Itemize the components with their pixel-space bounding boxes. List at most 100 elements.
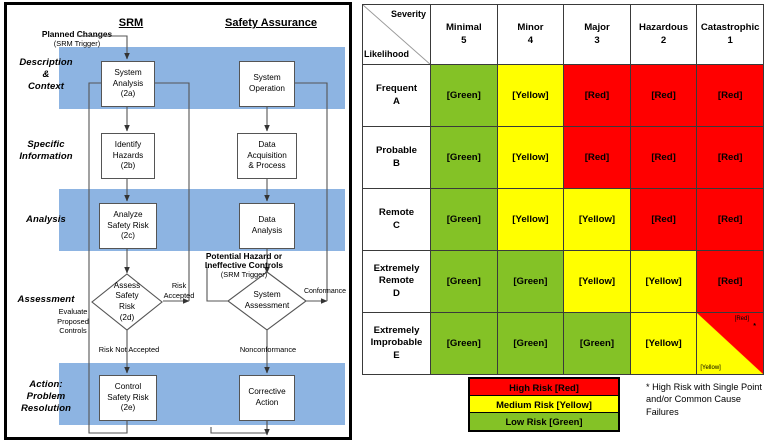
risk-matrix-table: Severity Likelihood Minimal 5 Minor 4 Ma…: [362, 4, 764, 375]
row-header-probable-name: Probable: [375, 145, 418, 157]
matrix-cell-A-2[interactable]: [Red]: [629, 64, 698, 127]
split-cell-diagonal-icon: [697, 313, 763, 374]
diagonal-divider-icon: [363, 5, 430, 65]
row-header-extremely-remote: Extremely Remote D: [362, 250, 431, 313]
matrix-cell-D-2[interactable]: [Yellow]: [629, 250, 698, 313]
process-box-analyze-safety-risk[interactable]: Analyze Safety Risk (2c): [99, 203, 157, 249]
matrix-cell-D-4[interactable]: [Green]: [496, 250, 565, 313]
legend-item-low-risk: Low Risk [Green]: [470, 413, 618, 430]
process-box-corrective-action[interactable]: Corrective Action: [239, 375, 295, 421]
decision-assess-safety-risk[interactable]: Assess Safety Risk (2d): [91, 273, 163, 331]
matrix-cell-B-2[interactable]: [Red]: [629, 126, 698, 189]
row-header-frequent: Frequent A: [362, 64, 431, 127]
risk-legend: High Risk [Red] Medium Risk [Yellow] Low…: [468, 377, 620, 432]
column-header-minor-level: 4: [527, 34, 534, 46]
column-header-major-name: Major: [584, 21, 610, 33]
column-header-major: Major 3: [563, 4, 631, 65]
table-row: Extremely Remote D [Green] [Green] [Yell…: [362, 250, 764, 313]
stage-label-analysis: Analysis: [26, 214, 66, 225]
matrix-cell-D-3[interactable]: [Yellow]: [563, 250, 631, 313]
column-title-srm: SRM: [118, 17, 144, 29]
row-header-remote-name: Remote: [378, 207, 415, 219]
decision-system-assessment[interactable]: System Assessment: [227, 271, 307, 331]
legend-item-high-risk: High Risk [Red]: [470, 379, 618, 396]
matrix-cell-C-5[interactable]: [Green]: [430, 188, 498, 251]
column-header-hazardous-level: 2: [660, 34, 667, 46]
planned-changes-trigger-label: (SRM Trigger): [53, 39, 101, 48]
row-header-remote-code: C: [393, 219, 400, 231]
matrix-cell-E-1[interactable]: [Red] * [Yellow]: [696, 312, 764, 375]
column-header-hazardous: Hazardous 2: [629, 4, 698, 65]
table-row: Remote C [Green] [Yellow] [Yellow] [Red]…: [362, 188, 764, 251]
column-header-hazardous-name: Hazardous: [639, 21, 689, 33]
column-header-catastrophic-name: Catastrophic: [700, 21, 760, 33]
matrix-cell-E-1-asterisk: *: [753, 323, 756, 330]
matrix-cell-A-1[interactable]: [Red]: [696, 64, 764, 127]
row-header-extremely-remote-code: D: [393, 287, 400, 299]
matrix-cell-C-2[interactable]: [Red]: [629, 188, 698, 251]
likelihood-axis-label: Likelihood: [364, 49, 409, 59]
matrix-cell-B-5[interactable]: [Green]: [430, 126, 498, 189]
column-header-minimal-name: Minimal: [445, 21, 482, 33]
matrix-cell-D-1[interactable]: [Red]: [696, 250, 764, 313]
matrix-cell-C-4[interactable]: [Yellow]: [496, 188, 565, 251]
matrix-cell-C-1[interactable]: [Red]: [696, 188, 764, 251]
matrix-cell-C-3[interactable]: [Yellow]: [563, 188, 631, 251]
matrix-cell-E-3[interactable]: [Green]: [563, 312, 631, 375]
column-header-major-level: 3: [594, 34, 600, 46]
edge-label-risk-accepted: Risk Accepted: [163, 281, 195, 300]
column-title-safety-assurance: Safety Assurance: [225, 17, 317, 29]
table-row: Frequent A [Green] [Yellow] [Red] [Red] …: [362, 64, 764, 127]
matrix-cell-E-4[interactable]: [Green]: [496, 312, 565, 375]
stage-label-specific-information: Specific Information: [19, 139, 73, 162]
risk-matrix-footnote: * High Risk with Single Point and/or Com…: [646, 382, 762, 417]
edge-label-nonconformance: Nonconformance: [239, 345, 297, 354]
process-box-control-safety-risk[interactable]: Control Safety Risk (2e): [99, 375, 157, 421]
row-header-remote: Remote C: [362, 188, 431, 251]
planned-changes-label: Planned Changes: [41, 29, 113, 39]
column-header-minor: Minor 4: [496, 4, 565, 65]
legend-item-medium-risk: Medium Risk [Yellow]: [470, 396, 618, 413]
matrix-cell-A-4[interactable]: [Yellow]: [496, 64, 565, 127]
row-header-extremely-improbable-code: E: [393, 349, 400, 361]
row-header-probable-code: B: [393, 157, 400, 169]
table-row: Probable B [Green] [Yellow] [Red] [Red] …: [362, 126, 764, 189]
matrix-cell-B-1[interactable]: [Red]: [696, 126, 764, 189]
column-header-minimal-level: 5: [461, 34, 467, 46]
process-box-data-analysis[interactable]: Data Analysis: [239, 203, 295, 249]
srm-safety-assurance-diagram: SRM Safety Assurance Planned Changes (SR…: [4, 2, 352, 440]
row-header-frequent-code: A: [393, 95, 400, 107]
matrix-header-row: Severity Likelihood Minimal 5 Minor 4 Ma…: [362, 4, 764, 65]
column-header-catastrophic-level: 1: [727, 34, 733, 46]
row-header-extremely-improbable: Extremely Improbable E: [362, 312, 431, 375]
matrix-cell-B-4[interactable]: [Yellow]: [496, 126, 565, 189]
row-header-frequent-name: Frequent: [375, 83, 418, 95]
potential-hazard-label-line1: Potential Hazard or: [205, 251, 283, 261]
process-box-system-analysis[interactable]: System Analysis (2a): [101, 61, 155, 107]
matrix-cell-E-1-red-label: [Red]: [734, 316, 749, 322]
process-box-system-operation[interactable]: System Operation: [239, 61, 295, 107]
stage-label-assessment: Assessment: [17, 294, 75, 305]
risk-assessment-matrix: Severity Likelihood Minimal 5 Minor 4 Ma…: [360, 2, 766, 440]
column-header-minor-name: Minor: [517, 21, 544, 33]
row-header-extremely-remote-name: Extremely Remote: [373, 262, 420, 287]
row-header-extremely-improbable-name: Extremely Improbable: [370, 324, 423, 349]
stage-label-action-problem-resolution: Action: Problem Resolution: [20, 379, 72, 414]
matrix-cell-E-5[interactable]: [Green]: [430, 312, 498, 375]
row-header-probable: Probable B: [362, 126, 431, 189]
matrix-cell-A-5[interactable]: [Green]: [430, 64, 498, 127]
matrix-cell-A-3[interactable]: [Red]: [563, 64, 631, 127]
matrix-cell-E-1-yellow-label: [Yellow]: [700, 365, 721, 371]
matrix-cell-B-3[interactable]: [Red]: [563, 126, 631, 189]
potential-hazard-label-line2: Ineffective Controls: [204, 260, 284, 270]
column-header-minimal: Minimal 5: [430, 4, 498, 65]
matrix-cell-D-5[interactable]: [Green]: [430, 250, 498, 313]
process-box-identify-hazards[interactable]: Identify Hazards (2b): [101, 133, 155, 179]
process-box-data-acquisition-process[interactable]: Data Acquisition & Process: [237, 133, 297, 179]
potential-hazard-trigger-label: (SRM Trigger): [220, 270, 268, 279]
matrix-cell-E-2[interactable]: [Yellow]: [629, 312, 698, 375]
table-row: Extremely Improbable E [Green] [Green] […: [362, 312, 764, 375]
edge-label-conformance: Conformance: [303, 288, 347, 295]
severity-axis-label: Severity: [390, 9, 426, 19]
